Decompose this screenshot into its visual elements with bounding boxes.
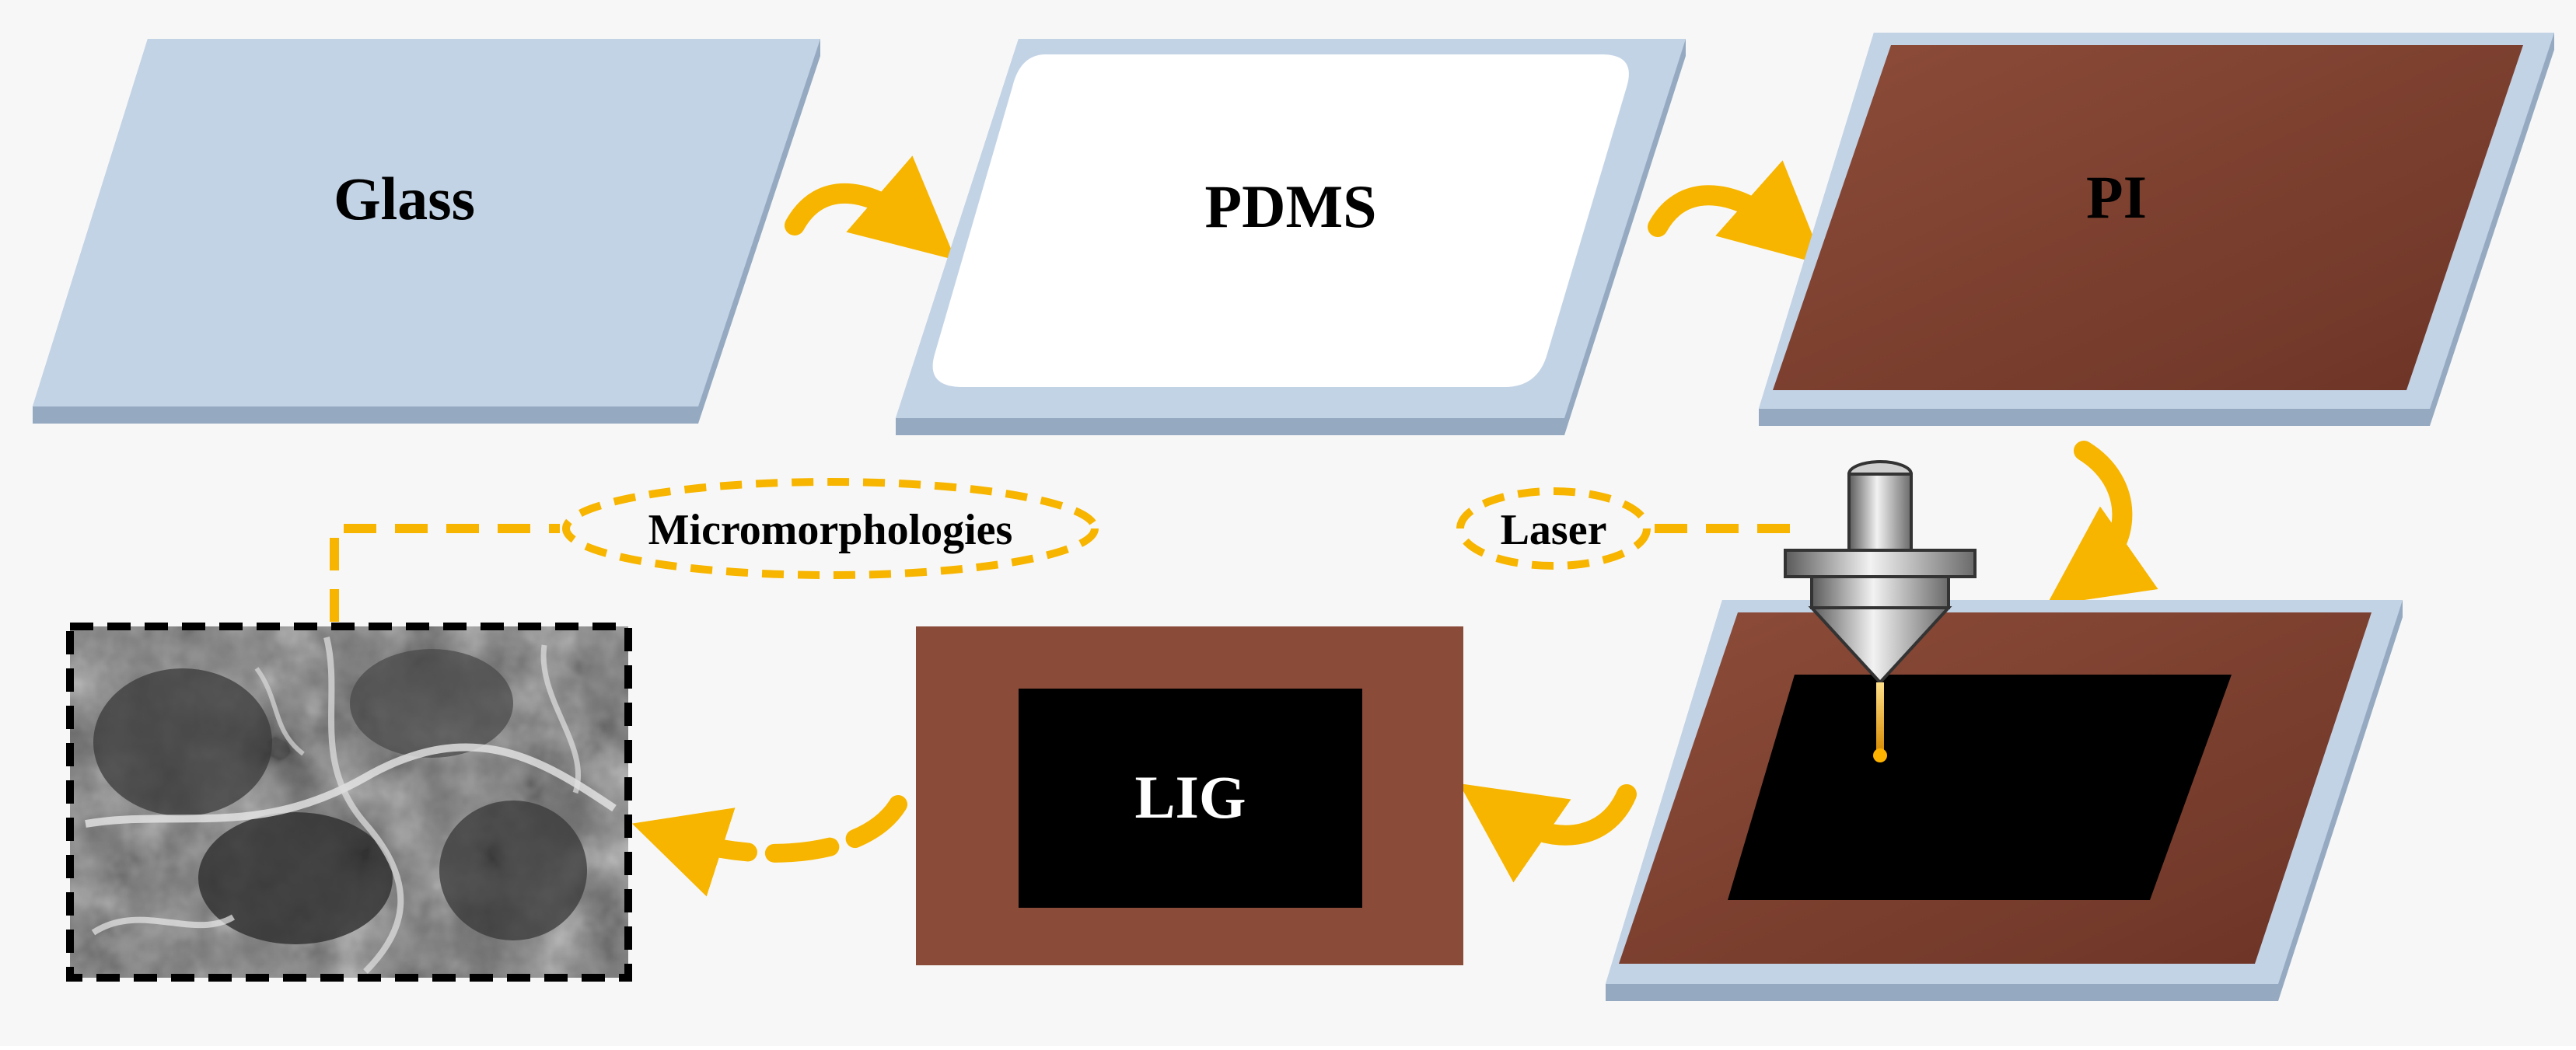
- micromorphologies-label: Micromorphologies: [648, 506, 1013, 554]
- glass-label: Glass: [334, 165, 475, 232]
- curved-arrow-icon: [1459, 783, 1637, 883]
- pi-label: PI: [2086, 163, 2147, 231]
- laser-label: Laser: [1501, 506, 1607, 554]
- glass-panel: Glass: [33, 39, 820, 424]
- pdms-panel: PDMS: [896, 39, 1686, 435]
- pi-panel: PI: [1759, 33, 2554, 426]
- curved-arrow-icon: [785, 155, 956, 260]
- lig-region: [1728, 675, 2232, 900]
- laser-head-icon: [1784, 460, 1977, 762]
- pdms-label: PDMS: [1205, 173, 1377, 240]
- micromorphologies-callout: Micromorphologies: [562, 478, 1099, 579]
- curved-arrow-icon: [2046, 441, 2158, 606]
- laser-writing-panel: [1606, 600, 2403, 1001]
- lig-panel: LIG: [916, 626, 1463, 965]
- laser-callout: Laser: [1456, 487, 1651, 570]
- lig-label: LIG: [1134, 763, 1246, 831]
- dashed-connector: [330, 524, 560, 622]
- curved-arrow-icon: [631, 795, 907, 897]
- sem-micrograph: [66, 623, 632, 982]
- curved-arrow-icon: [1648, 160, 1825, 266]
